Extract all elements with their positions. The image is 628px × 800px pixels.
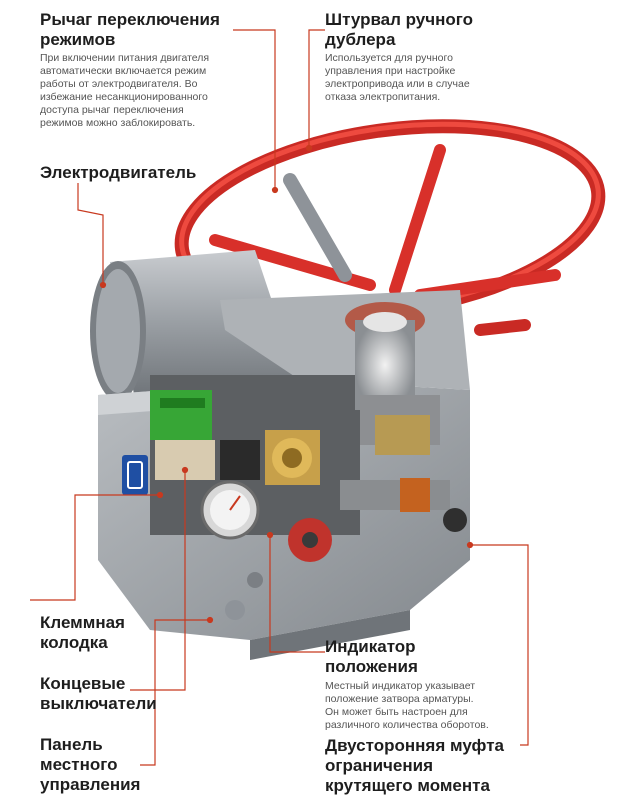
mode-lever-title: Рычаг переключения режимов — [40, 10, 220, 49]
motor-title: Электродвигатель — [40, 163, 197, 182]
local-panel-title: Панель местного управления — [40, 735, 141, 794]
terminal-block-title: Клеммная колодка — [40, 613, 125, 652]
limit-switches-title: Концевые выключатели — [40, 674, 157, 713]
mode-lever-description: При включении питания двигателя автомати… — [40, 52, 210, 129]
handwheel-title: Штурвал ручного дублера — [325, 10, 474, 49]
position-indicator-title: Индикатор положения — [325, 637, 418, 676]
torque-coupling-title: Двусторонняя муфта ограничения крутящего… — [325, 736, 504, 795]
cutaway-internals — [150, 173, 467, 620]
position-indicator-description: Местный индикатор указывает положение за… — [325, 680, 489, 731]
handwheel-description: Используется для ручного управления при … — [325, 52, 470, 103]
motor-housing — [90, 250, 300, 401]
leader-lines — [30, 29, 529, 766]
